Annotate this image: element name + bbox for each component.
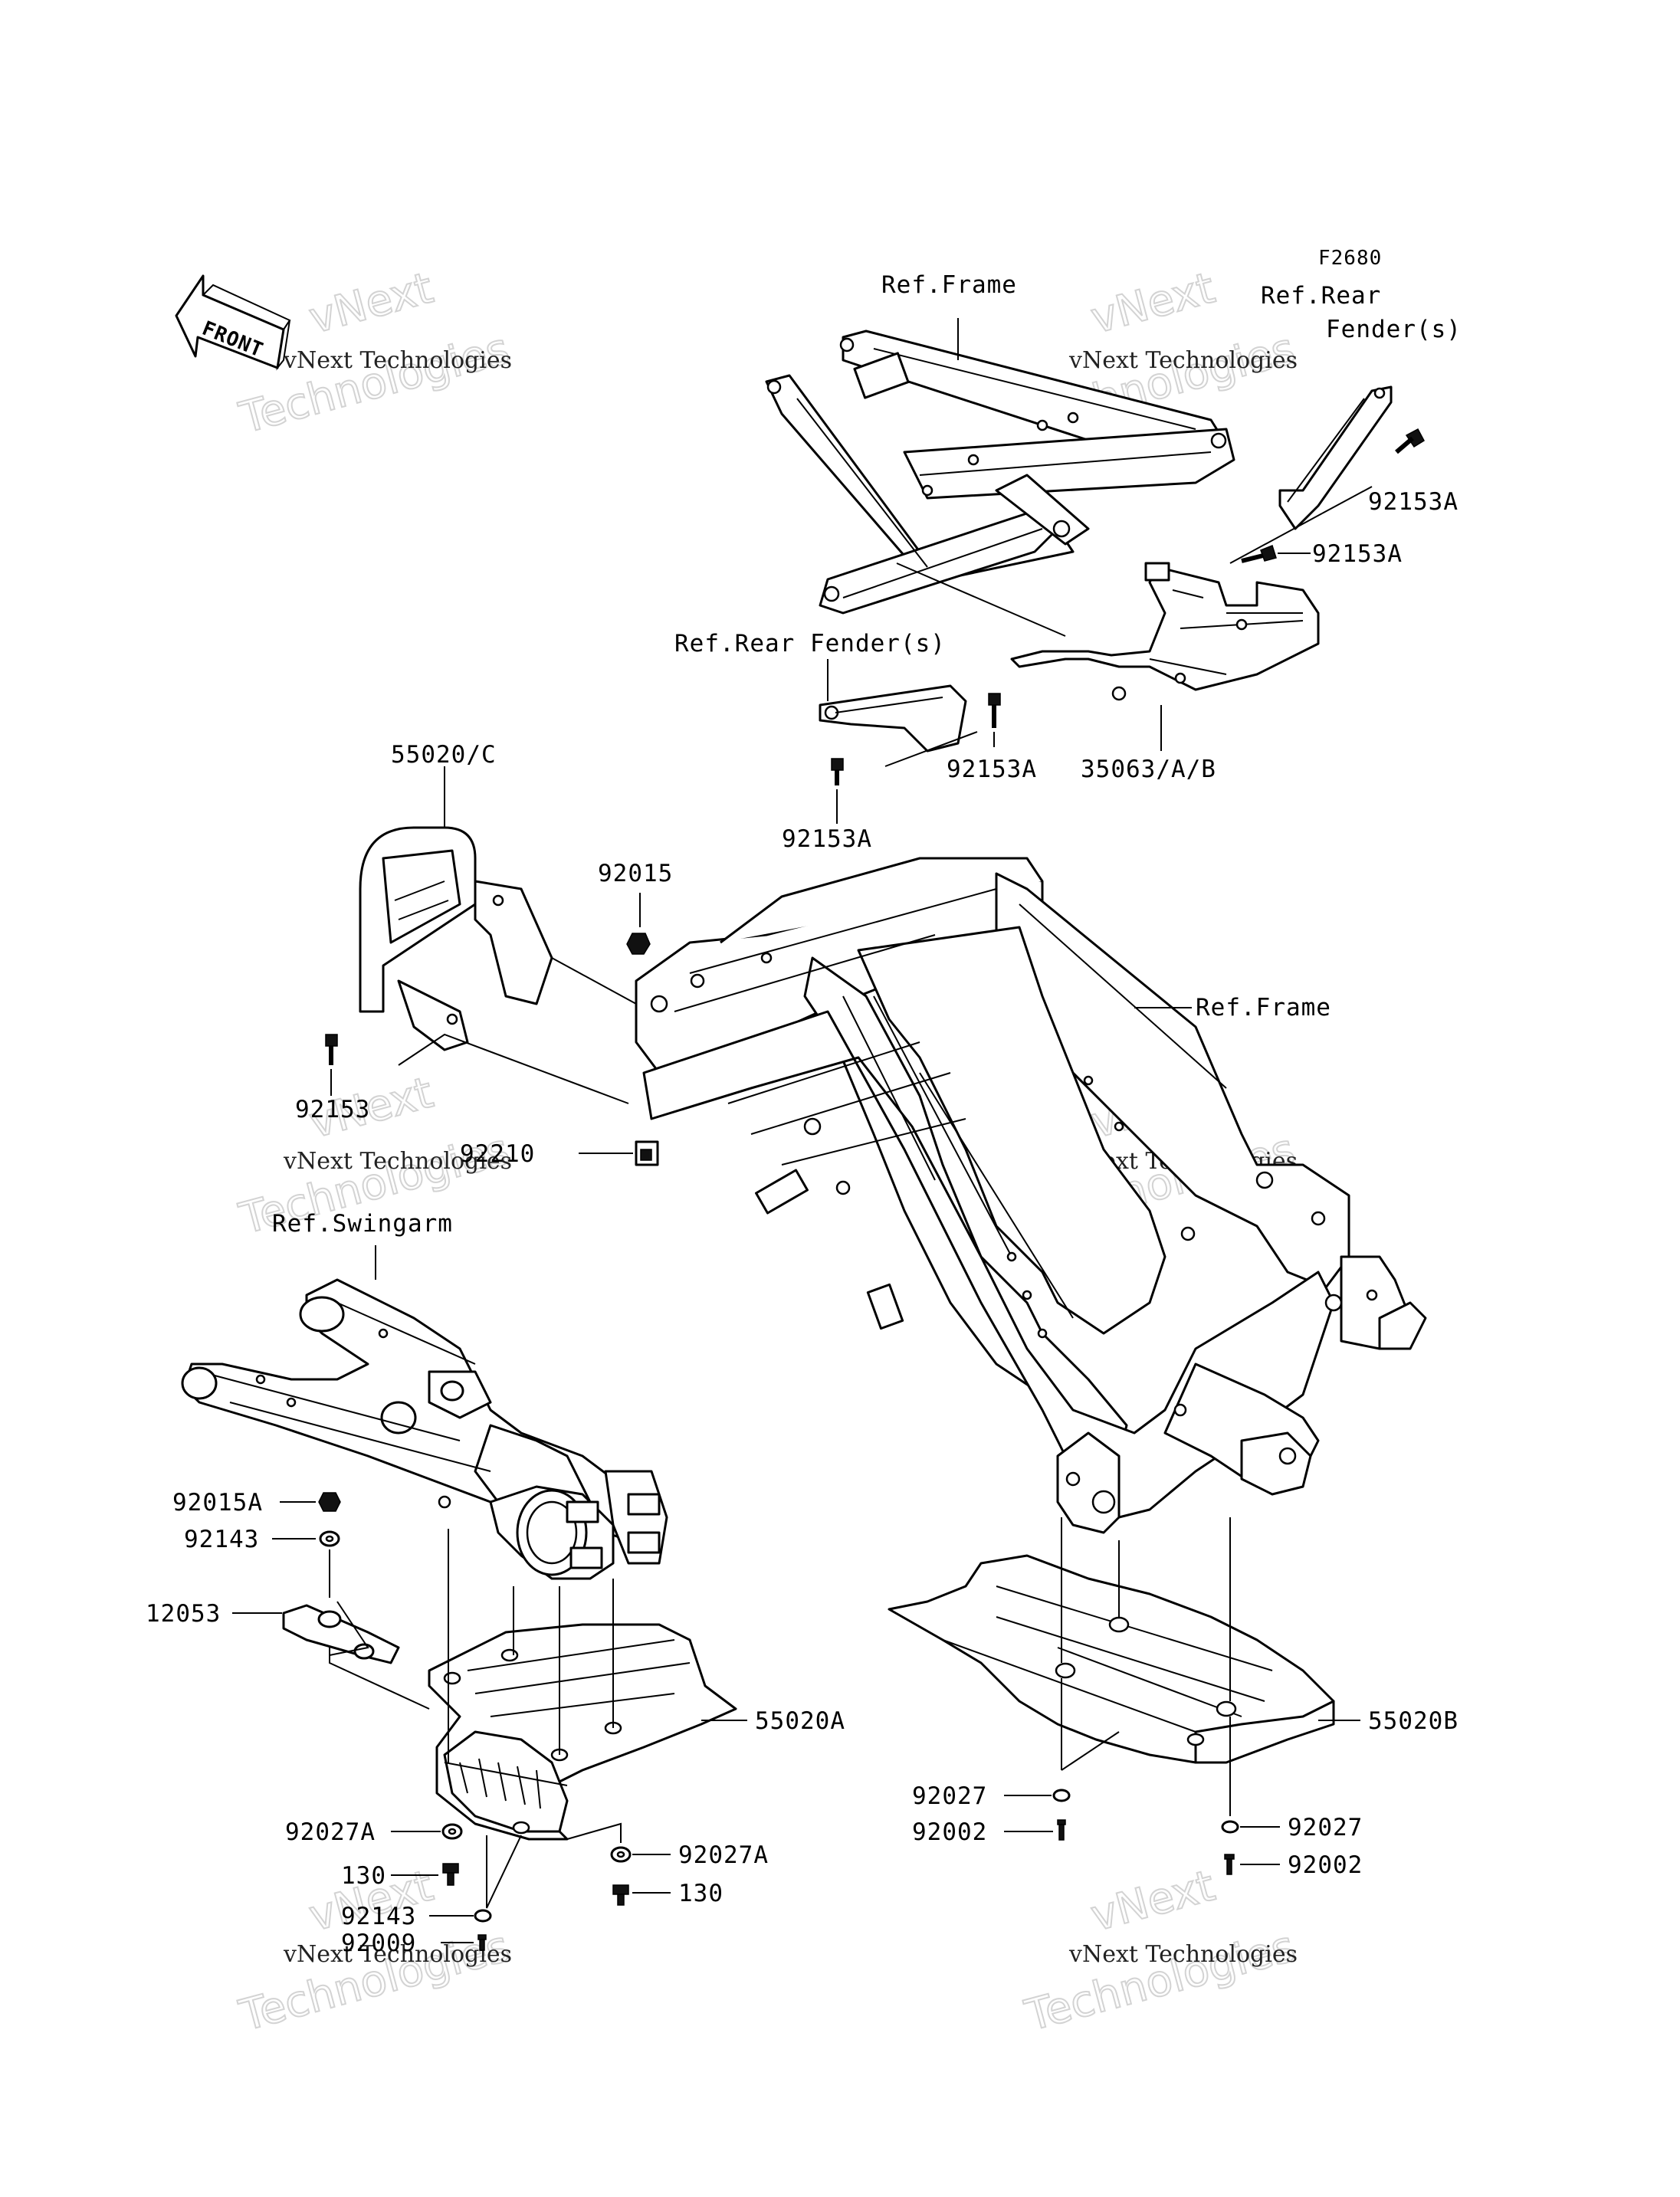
svg-text:vNext: vNext [1086,263,1220,343]
svg-text:vNext: vNext [1086,1861,1220,1941]
label-92143-1: 92143 [184,1526,259,1553]
label-55020C: 55020/C [391,741,497,769]
leader-guard-upper [551,957,637,1005]
washer-92027A-1 [441,1823,463,1840]
bolt-92153A-1 [1395,428,1425,454]
watermark-bottom-right: vNext Technologies vNext Technologies [1019,1860,1301,2041]
bolt-92153A-4 [831,758,844,785]
bolt-92153A-2 [1241,545,1277,563]
label-92002-2: 92002 [1288,1851,1363,1879]
label-92027-2: 92027 [1288,1814,1363,1841]
nut-92015 [626,933,651,955]
washer-92027-2 [1221,1820,1239,1834]
leader-12053-to-skid [329,1648,430,1710]
leader-92143-2b [486,1835,522,1909]
leader-92027A-2b [566,1822,622,1843]
svg-text:vNext Technologies: vNext Technologies [283,1148,512,1175]
label-92002-1: 92002 [912,1818,987,1846]
svg-text:vNext Technologies: vNext Technologies [1068,347,1298,374]
washer-92027A-2 [610,1846,632,1863]
svg-text:vNext Technologies: vNext Technologies [283,1941,512,1968]
ref-rear-fender-top-line2: Fender(s) [1326,316,1462,343]
nut-92015A [318,1492,341,1512]
watermarks: vNext Technologies vNext Technologies vN… [234,262,1301,2041]
label-92153: 92153 [295,1096,370,1123]
bolt-92002-2 [1224,1854,1235,1875]
label-92143-2: 92143 [341,1903,416,1930]
bolt-92153A-3 [988,693,1001,728]
label-55020B: 55020B [1368,1707,1459,1735]
ref-rear-fender-top-line1: Ref.Rear [1261,282,1381,310]
leader-92153A-1b [1229,513,1323,564]
svg-text:vNext Technologies: vNext Technologies [283,347,512,374]
rear-subframe-drawing [765,330,1235,615]
label-130-1: 130 [341,1862,386,1890]
label-92009: 92009 [341,1930,416,1957]
bolt-130-2 [612,1884,629,1906]
figure-code: F2680 [1318,247,1382,270]
skid-plate-55020A [428,1623,737,1841]
label-92210: 92210 [460,1140,535,1168]
washer-92143-1 [319,1530,340,1547]
label-92015A: 92015A [172,1489,263,1517]
bolt-92002-1 [1057,1819,1066,1841]
ref-rear-fender-mid: Ref.Rear Fender(s) [674,630,946,657]
rear-fender-bracket-left [819,684,967,753]
label-92153A-4: 92153A [782,825,872,853]
clamp-92210 [635,1140,659,1166]
leader-92027-1-v2 [1061,1731,1120,1771]
bolt-92153 [325,1034,338,1065]
label-92153A-2: 92153A [1312,540,1403,568]
main-frame-drawing [635,857,1427,1534]
label-92027-1: 92027 [912,1782,987,1810]
washer-92027-1 [1052,1789,1071,1802]
label-92015: 92015 [598,860,673,887]
label-92027A-2: 92027A [678,1841,769,1869]
label-92153A-3: 92153A [947,756,1037,783]
label-92027A-1: 92027A [285,1818,376,1846]
leader-frame-rack [896,562,1066,637]
svg-text:vNext: vNext [304,263,438,343]
skid-plate-55020B [888,1554,1335,1764]
svg-text:Technologies: Technologies [1020,1922,1300,2041]
ref-frame-top-label: Ref.Frame [881,271,1017,299]
ref-swingarm-label: Ref.Swingarm [272,1210,453,1238]
leader-12053-group [329,1601,369,1656]
bracket-12053 [282,1604,400,1664]
label-130-2: 130 [678,1880,724,1907]
swingarm-drawing [181,1278,668,1580]
bolt-130-1 [442,1863,459,1886]
leader-guard-to-frame [398,1033,629,1104]
bolt-92009 [477,1934,487,1951]
rear-grab-rack [1010,562,1320,701]
label-92153A-1: 92153A [1368,488,1459,516]
ref-frame-main-label: Ref.Frame [1196,994,1331,1021]
leader-92153A-1 [1321,486,1373,514]
label-55020A: 55020A [755,1707,845,1735]
label-35063: 35063/A/B [1081,756,1216,783]
label-12053: 12053 [146,1600,221,1628]
front-arrow-icon: FRONT [175,274,291,371]
washer-92143-2 [474,1909,492,1923]
leader-92153A-3 [884,731,978,767]
front-guard-55020C [359,826,553,1051]
svg-text:vNext Technologies: vNext Technologies [1068,1941,1298,1968]
